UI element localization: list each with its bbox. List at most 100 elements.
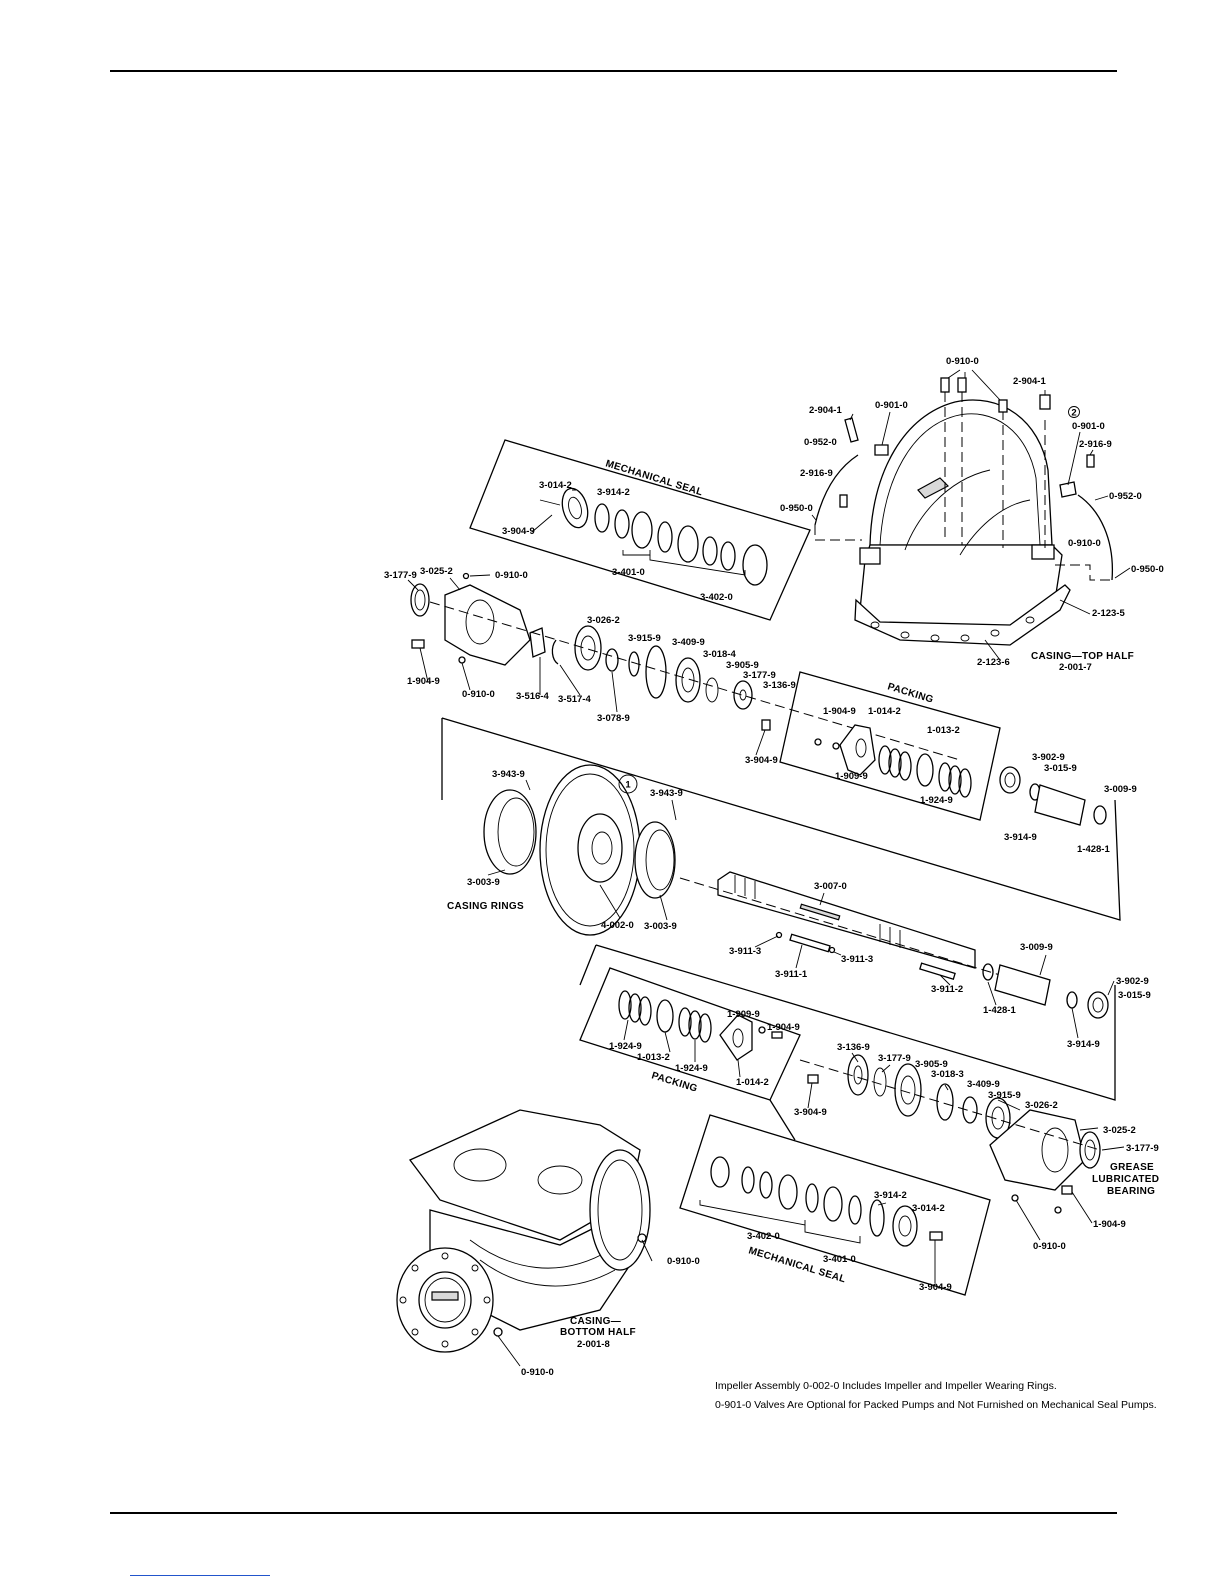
part-label: 3-025-2: [420, 566, 453, 577]
part-label: 3-025-2: [1103, 1125, 1136, 1136]
part-label: 3-904-9: [502, 526, 535, 537]
part-label: 3-904-9: [794, 1107, 827, 1118]
part-label: 0-952-0: [1109, 491, 1142, 502]
part-label: 3-914-9: [1004, 832, 1037, 843]
part-labels: 0-910-0 2-904-1 2-904-1 0-901-0 0-901-0 …: [384, 356, 1164, 1378]
part-label: 0-901-0: [875, 400, 908, 411]
part-label: 3-402-0: [747, 1231, 780, 1242]
part-label: 1-014-2: [736, 1077, 769, 1088]
part-label: 3-904-9: [919, 1282, 952, 1293]
note-impeller-assembly: Impeller Assembly 0-002-0 Includes Impel…: [715, 1380, 1057, 1392]
part-label: 3-911-3: [729, 946, 761, 957]
mechanical-seal-box-bottom: [679, 1114, 991, 1296]
seal-parts-top: [539, 487, 768, 586]
group-grease-1: GREASE: [1110, 1162, 1154, 1173]
casing-top-half: [854, 399, 1071, 646]
part-label: 3-026-2: [587, 615, 620, 626]
part-label: 3-015-9: [1118, 990, 1151, 1001]
part-label: 3-915-9: [988, 1090, 1021, 1101]
part-label: 1-428-1: [1077, 844, 1110, 855]
header-rule: [110, 70, 1117, 72]
part-label: 3-911-3: [841, 954, 873, 965]
part-label: 1-909-9: [727, 1009, 760, 1020]
part-label: 1-013-2: [927, 725, 960, 736]
part-label: 3-401-0: [823, 1254, 856, 1265]
part-label: 0-952-0: [804, 437, 837, 448]
packing-box-bottom: [595, 944, 1116, 1101]
part-label: 2-916-9: [1079, 439, 1112, 450]
part-label: 3-911-2: [931, 984, 963, 995]
shaft: [717, 871, 976, 980]
part-label: 2-904-1: [809, 405, 842, 416]
group-mechanical-seal-bottom: MECHANICAL SEAL: [747, 1245, 847, 1285]
group-packing-bottom: PACKING: [650, 1070, 699, 1094]
part-label: 3-914-9: [1067, 1039, 1100, 1050]
part-label: 3-516-4: [516, 691, 549, 702]
part-label: 0-950-0: [780, 503, 813, 514]
valve-callout-circle: [1068, 406, 1080, 418]
impeller-assembly: [483, 764, 676, 936]
group-grease-2: LUBRICATED: [1092, 1174, 1159, 1185]
mechanical-seal-box-top: [469, 439, 811, 621]
part-label: 3-177-9: [384, 570, 417, 581]
footer-link-underline: [130, 1575, 270, 1576]
part-label: 0-910-0: [521, 1367, 554, 1378]
part-label: 3-409-9: [672, 637, 705, 648]
part-label: 3-904-9: [745, 755, 778, 766]
part-label: 1-904-9: [767, 1022, 800, 1033]
part-label: 1-014-2: [868, 706, 901, 717]
part-label: 3-905-9: [726, 660, 759, 671]
part-label: 3-177-9: [743, 670, 776, 681]
part-label: 0-910-0: [667, 1256, 700, 1267]
group-packing-top: PACKING: [886, 681, 935, 705]
part-label: 0-910-0: [1033, 1241, 1066, 1252]
part-label: 3-177-9: [878, 1053, 911, 1064]
part-label: 3-018-4: [703, 649, 736, 660]
group-casing-top-half-no: 2-001-7: [1059, 662, 1092, 673]
part-label: 1-904-9: [823, 706, 856, 717]
part-label: 3-003-9: [644, 921, 677, 932]
callout-impeller: 1: [625, 780, 631, 791]
part-label: 3-014-2: [539, 480, 572, 491]
part-label: 3-136-9: [837, 1042, 870, 1053]
part-label: 2-904-1: [1013, 376, 1046, 387]
part-label: 2-123-6: [977, 657, 1010, 668]
group-casing-top-half: CASING—TOP HALF: [1031, 651, 1134, 662]
group-casing-rings: CASING RINGS: [447, 901, 524, 912]
packing-parts-top: [814, 724, 972, 798]
seal-parts-bottom: [699, 1156, 943, 1247]
part-label: 0-910-0: [462, 689, 495, 700]
part-label: 3-914-2: [597, 487, 630, 498]
footer-rule: [110, 1512, 1117, 1514]
part-label: 3-026-2: [1025, 1100, 1058, 1111]
part-label: 0-901-0: [1072, 421, 1105, 432]
part-label: 1-904-9: [407, 676, 440, 687]
note-valves-optional: 0-901-0 Valves Are Optional for Packed P…: [715, 1399, 1157, 1411]
impeller-callout-circle: [618, 774, 638, 794]
part-label: 1-013-2: [637, 1052, 670, 1063]
part-label: 3-401-0: [612, 567, 645, 578]
part-label: 3-009-9: [1104, 784, 1137, 795]
part-label: 3-018-3: [931, 1069, 964, 1080]
part-label: 3-915-9: [628, 633, 661, 644]
part-label: 3-902-9: [1116, 976, 1149, 987]
part-label: 3-078-9: [597, 713, 630, 724]
part-label: 3-177-9: [1126, 1143, 1159, 1154]
group-casing-bottom-1: CASING—: [570, 1316, 621, 1327]
part-label: 3-943-9: [650, 788, 683, 799]
group-grease-3: BEARING: [1107, 1186, 1155, 1197]
part-label: 0-950-0: [1131, 564, 1164, 575]
group-casing-bottom-no: 2-001-8: [577, 1339, 610, 1350]
part-label: 3-943-9: [492, 769, 525, 780]
part-label: 0-910-0: [495, 570, 528, 581]
packing-box-top: [779, 671, 1001, 821]
part-label: 3-409-9: [967, 1079, 1000, 1090]
part-label: 0-910-0: [1068, 538, 1101, 549]
part-label: 1-428-1: [983, 1005, 1016, 1016]
part-label: 3-517-4: [558, 694, 591, 705]
part-label: 3-136-9: [763, 680, 796, 691]
part-label: 2-123-5: [1092, 608, 1125, 619]
group-casing-bottom-2: BOTTOM HALF: [560, 1327, 636, 1338]
part-label: 3-003-9: [467, 877, 500, 888]
part-label: 0-910-0: [946, 356, 979, 367]
